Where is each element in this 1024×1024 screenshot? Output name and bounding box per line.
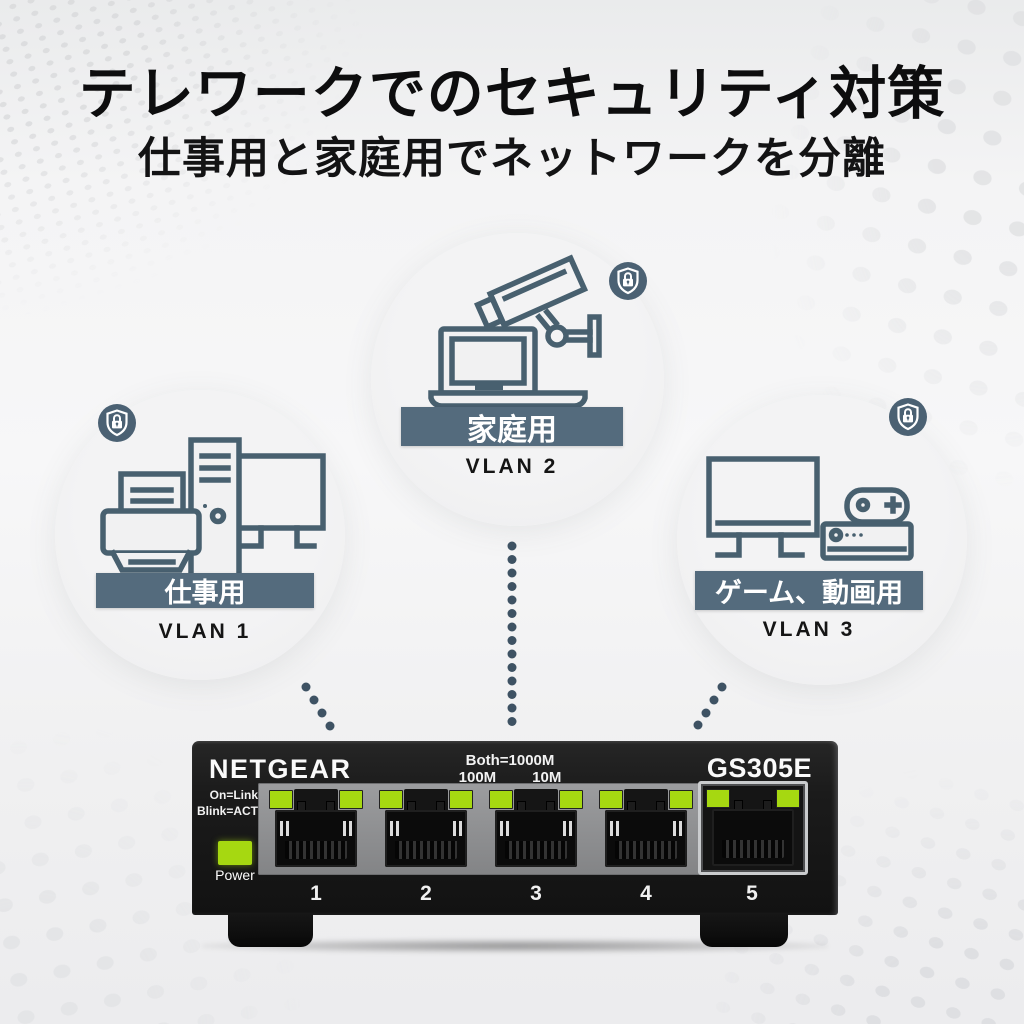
netgear-switch: NETGEAR GS305E Both=1000M 100M 10M On=Lin…	[192, 741, 838, 953]
switch-shadow	[202, 939, 828, 953]
port-number-3: 3	[530, 882, 542, 905]
port-number-5: 5	[746, 882, 758, 905]
home-banner: 家庭用	[401, 407, 623, 447]
port1-led-right	[339, 790, 363, 809]
shield-lock-icon	[98, 404, 136, 442]
ethernet-port-1	[267, 789, 365, 869]
port3-led-right	[559, 790, 583, 809]
tv-icon	[706, 456, 820, 558]
port-number-1: 1	[310, 882, 322, 905]
port4-led-left	[599, 790, 623, 809]
page-subtitle: 仕事用と家庭用でネットワークを分離	[138, 135, 886, 183]
work-banner: 仕事用	[96, 573, 314, 608]
game-devices-icon	[706, 456, 914, 561]
power-led	[218, 841, 252, 865]
vlan1-label: VLAN 1	[158, 620, 252, 643]
blink-act-label: Blink=ACT	[196, 804, 258, 818]
port3-led-left	[489, 790, 513, 809]
port-plate-1-4	[258, 783, 704, 875]
laptop-icon	[428, 326, 588, 409]
link-act-legend: On=Link Blink=ACT	[196, 787, 258, 819]
ethernet-port-2	[377, 789, 475, 869]
security-camera-icon	[473, 254, 589, 331]
port5-led-right	[776, 789, 800, 808]
ethernet-port-3	[487, 789, 585, 869]
led-legend-1000m: Both=1000M	[465, 752, 555, 769]
ethernet-port-5	[704, 788, 802, 868]
page-title: テレワークでのセキュリティ対策	[78, 62, 946, 126]
port5-led-left	[706, 789, 730, 808]
port4-led-right	[669, 790, 693, 809]
port2-led-right	[449, 790, 473, 809]
shield-lock-icon	[609, 262, 647, 300]
shield-lock-icon	[889, 398, 927, 436]
vlan3-label: VLAN 3	[762, 618, 856, 641]
switch-foot-left	[228, 914, 313, 947]
power-label: Power	[215, 867, 255, 883]
port2-led-left	[379, 790, 403, 809]
monitor-icon	[230, 453, 326, 531]
game-console-icon	[820, 521, 914, 561]
switch-foot-right	[700, 914, 788, 947]
vlan2-label: VLAN 2	[465, 455, 559, 478]
home-devices-icon	[428, 254, 602, 409]
netgear-logo: NETGEAR	[209, 754, 352, 784]
on-link-label: On=Link	[209, 788, 258, 802]
port-number-2: 2	[420, 882, 432, 905]
pc-tower-icon	[188, 437, 242, 579]
game-banner: ゲーム、動画用	[695, 571, 923, 610]
game-controller-icon	[844, 487, 910, 525]
work-devices-icon	[100, 437, 326, 579]
led-speed-legend: Both=1000M 100M 10M	[192, 752, 828, 786]
port-number-4: 4	[640, 882, 652, 905]
port-plate-5	[698, 781, 808, 875]
port1-led-left	[269, 790, 293, 809]
led-legend-100m: 100M	[458, 769, 497, 786]
led-legend-10m: 10M	[532, 769, 562, 786]
ethernet-port-4	[597, 789, 695, 869]
model-label: GS305E	[706, 753, 812, 783]
